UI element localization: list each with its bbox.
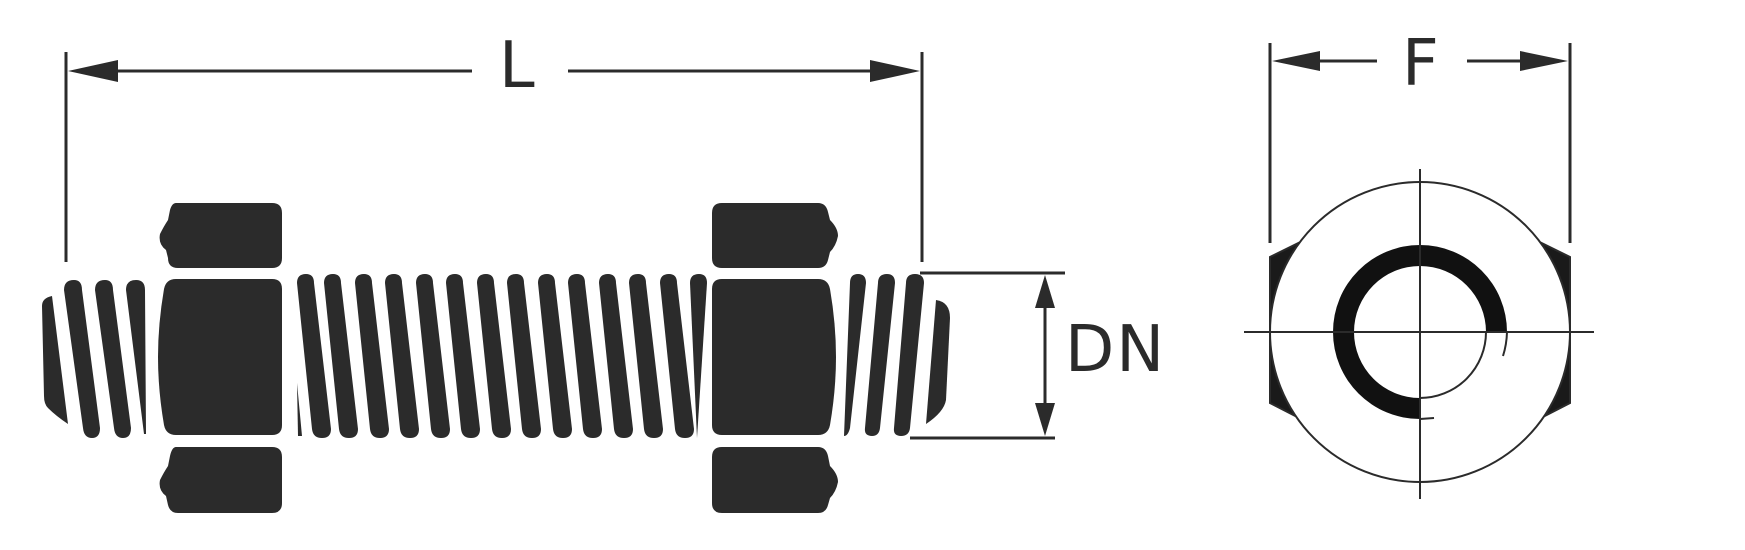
threaded-stud [42,274,950,438]
diameter-dimension [910,271,1065,440]
arrowhead-left-icon [1272,51,1320,71]
nut-right-bottom-face [712,447,838,513]
length-dimension [64,52,924,262]
stud-end-right [926,300,950,424]
hex-nut-end-view [1244,169,1594,499]
arrowhead-up-icon [1035,275,1055,308]
arrowhead-right-icon [1520,51,1568,71]
minor-diameter-arc [1419,331,1487,399]
arrowhead-left-icon [68,60,118,82]
nominal-diameter-label: DN [1065,313,1167,387]
stud-end-left [42,296,68,424]
threads-right [844,274,950,436]
across-flats-dimension [1268,43,1572,243]
across-flats-label: F [1402,27,1439,101]
threads-left [64,280,146,438]
nut-left-top-face [159,203,282,268]
arrowhead-down-icon [1035,403,1055,436]
nut-left-bottom-face [159,447,282,513]
nut-right-top-face [712,203,838,268]
length-label: L [499,29,535,103]
nut-left-center-face [158,279,282,435]
nut-right-center-face [712,279,836,435]
arrowhead-right-icon [870,60,920,82]
nut-right-side-view [712,203,838,513]
nut-left-side-view [158,203,282,513]
thread-start-tick [1419,417,1435,420]
threads-middle [297,274,707,438]
